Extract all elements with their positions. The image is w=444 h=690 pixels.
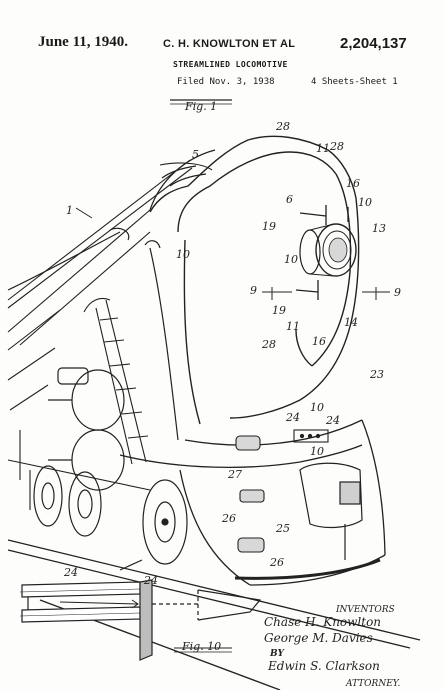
numeral-25: 25: [275, 522, 290, 535]
numeral-5: 5: [192, 148, 199, 161]
nose-cowling: [149, 135, 360, 425]
numeral-11-top: 11: [316, 142, 330, 155]
wheels: [33, 465, 188, 565]
marker-plates: [235, 429, 329, 553]
numeral-24-fig10-a: 24: [63, 566, 78, 579]
numeral-9-right: 9: [394, 286, 401, 299]
numeral-24-right: 24: [325, 414, 340, 427]
numeral-10-top: 10: [358, 196, 372, 209]
section-line-9: [262, 287, 390, 300]
numeral-24-left: 24: [285, 411, 300, 424]
ladder: [83, 297, 149, 465]
filed-date: Filed Nov. 3, 1938: [177, 77, 275, 87]
numeral-26-lower: 26: [269, 556, 284, 569]
numeral-14: 14: [344, 316, 358, 329]
numeral-19-lower: 19: [272, 304, 286, 317]
attorney-label: ATTORNEY.: [345, 679, 401, 689]
patent-number: 2,204,137: [340, 35, 407, 52]
numeral-24-fig10-b: 24: [143, 574, 158, 587]
fig-1-text: Fig. 1: [184, 100, 217, 113]
roof-lines: [7, 159, 213, 346]
numeral-11-lower: 11: [286, 320, 300, 333]
numeral-26-upper: 26: [221, 512, 236, 525]
numeral-19-top: 19: [262, 220, 276, 233]
numeral-16-top: 16: [346, 177, 360, 190]
inventors-label: INVENTORS: [335, 605, 395, 615]
numeral-10-lower-a: 10: [310, 401, 324, 414]
inventor-1-signature: Chase H. Knowlton: [264, 615, 381, 629]
by-label: BY: [269, 649, 285, 659]
fig-10-text: Fig. 10: [181, 640, 221, 653]
studs: [295, 205, 349, 300]
sheet-count: 4 Sheets-Sheet 1: [311, 77, 398, 87]
numeral-28-lower: 28: [261, 338, 276, 351]
numeral-13: 13: [372, 222, 386, 235]
reference-numerals: 1 5 6 9 9 10 10 10 10 10 11 11 13 14 16 …: [63, 120, 401, 587]
shroud-top: [149, 149, 216, 211]
cylinders: [48, 367, 125, 491]
numeral-27: 27: [227, 468, 242, 481]
numeral-10-mid: 10: [284, 253, 298, 266]
numeral-9-left: 9: [250, 284, 257, 297]
numeral-1: 1: [66, 204, 73, 217]
numeral-23: 23: [369, 368, 384, 381]
patent-title: STREAMLINED LOCOMOTIVE: [173, 60, 288, 69]
handrail: [7, 227, 179, 441]
fig-10-detail: [19, 559, 262, 661]
numeral-10-lower-b: 10: [310, 445, 324, 458]
numeral-6: 6: [286, 193, 293, 206]
numeral-16-lower: 16: [312, 335, 326, 348]
fig-10-label: Fig. 10: [174, 640, 232, 653]
inventor-name: C. H. KNOWLTON ET AL: [163, 38, 296, 50]
signature-block: INVENTORS Chase H. Knowlton George M. Da…: [264, 605, 401, 689]
inventor-2-signature: George M. Davies: [264, 631, 373, 645]
numeral-10-handrail: 10: [176, 248, 190, 261]
headlight: [299, 223, 357, 277]
numeral-28-right: 28: [329, 140, 344, 153]
patent-date: June 11, 1940.: [38, 34, 129, 50]
coupler-pocket: [299, 462, 363, 560]
fig-1-label: Fig. 1: [170, 99, 232, 113]
attorney-signature: Edwin S. Clarkson: [267, 659, 380, 673]
numeral-28-left: 28: [275, 120, 290, 133]
pilot-skirt: [119, 419, 386, 586]
